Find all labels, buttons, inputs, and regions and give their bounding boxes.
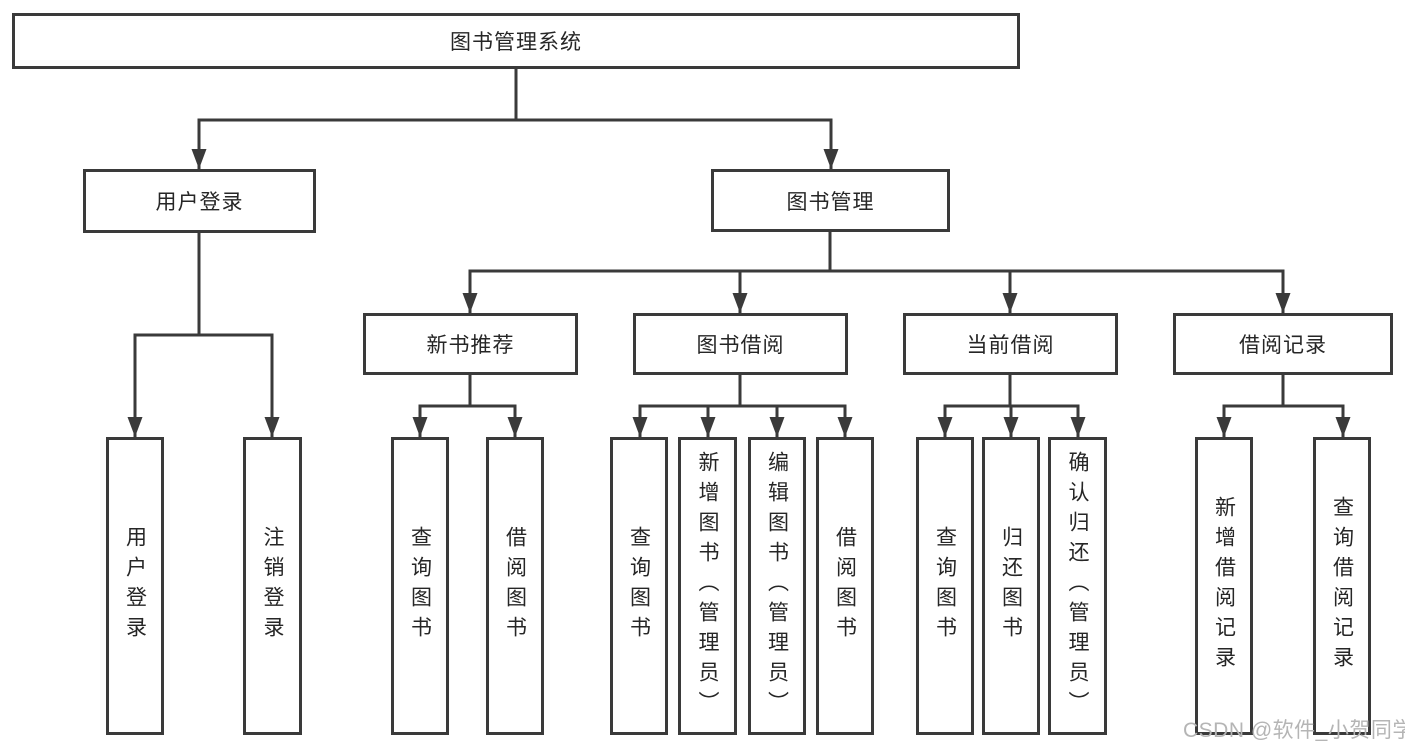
leaf-user-login-label: 用户登录 <box>123 526 147 646</box>
leaf-user-login: 用户登录 <box>106 437 164 735</box>
leaf-current-query: 查询图书 <box>916 437 974 735</box>
leaf-current-return-label: 归还图书 <box>999 526 1023 646</box>
leaf-newbooks-borrow: 借阅图书 <box>486 437 544 735</box>
leaf-bookborrow-borrow: 借阅图书 <box>816 437 874 735</box>
node-borrow-history: 借阅记录 <box>1173 313 1393 375</box>
leaf-bookborrow-add-label: 新增图书（管理员） <box>696 451 719 721</box>
leaf-newbooks-query-label: 查询图书 <box>408 526 432 646</box>
leaf-bookborrow-edit: 编辑图书（管理员） <box>748 437 806 735</box>
leaf-bookborrow-edit-label: 编辑图书（管理员） <box>765 451 789 721</box>
node-book-borrow-label: 图书借阅 <box>696 334 785 357</box>
node-borrow-history-label: 借阅记录 <box>1239 334 1327 357</box>
node-current-borrow: 当前借阅 <box>903 313 1118 375</box>
leaf-bookborrow-query: 查询图书 <box>610 437 668 735</box>
leaf-logout: 注销登录 <box>243 437 302 735</box>
leaf-newbooks-borrow-label: 借阅图书 <box>503 526 527 646</box>
leaf-current-return: 归还图书 <box>982 437 1040 735</box>
node-book-mgmt: 图书管理 <box>711 169 950 232</box>
leaf-bookborrow-add: 新增图书（管理员） <box>678 437 737 735</box>
connector-trunks <box>133 69 1345 408</box>
leaf-bookborrow-query-label: 查询图书 <box>627 526 651 646</box>
leaf-bookborrow-borrow-label: 借阅图书 <box>833 526 857 646</box>
node-new-books-label: 新书推荐 <box>426 334 515 357</box>
node-new-books: 新书推荐 <box>363 313 578 375</box>
leaf-history-add: 新增借阅记录 <box>1195 437 1253 735</box>
leaf-history-query: 查询借阅记录 <box>1313 437 1371 735</box>
node-user-login-label: 用户登录 <box>155 191 244 214</box>
leaf-current-query-label: 查询图书 <box>933 526 957 646</box>
leaf-logout-label: 注销登录 <box>261 526 284 646</box>
node-book-mgmt-label: 图书管理 <box>786 190 875 214</box>
node-user-login: 用户登录 <box>83 169 316 233</box>
node-current-borrow-label: 当前借阅 <box>966 334 1055 357</box>
leaf-history-add-label: 新增借阅记录 <box>1212 496 1236 676</box>
csdn-watermark: CSDN @软件_小贺同学 <box>1183 719 1405 742</box>
leaf-history-query-label: 查询借阅记录 <box>1330 496 1354 676</box>
leaf-newbooks-query: 查询图书 <box>391 437 449 735</box>
node-root: 图书管理系统 <box>12 13 1020 69</box>
leaf-current-confirm: 确认归还（管理员） <box>1048 437 1107 735</box>
leaf-current-confirm-label: 确认归还（管理员） <box>1066 451 1089 721</box>
node-book-borrow: 图书借阅 <box>633 313 848 375</box>
node-root-label: 图书管理系统 <box>450 31 582 54</box>
